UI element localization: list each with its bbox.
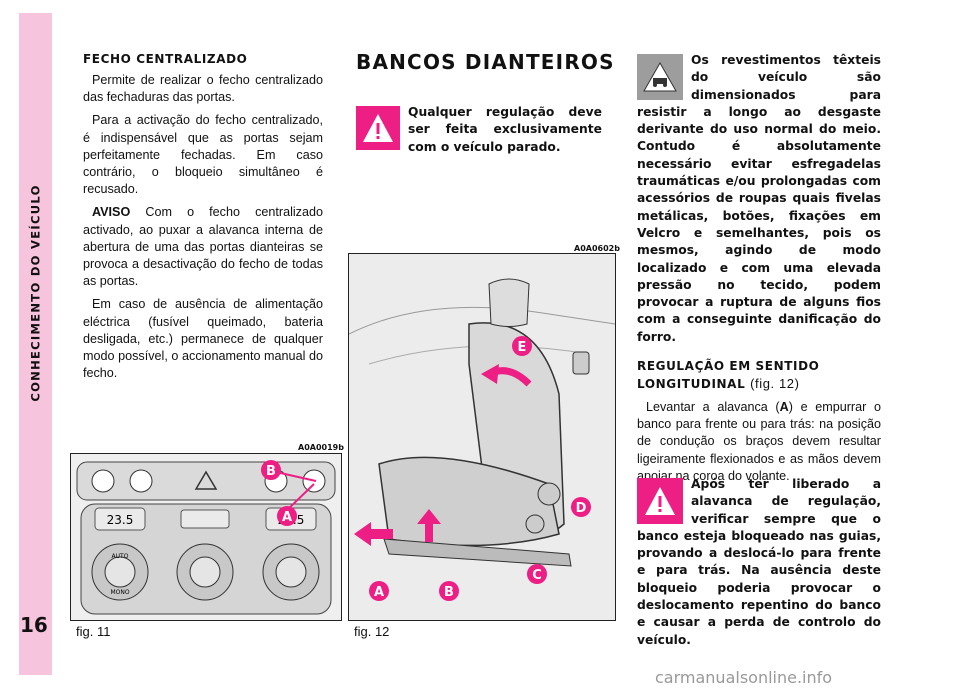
paragraph-warning: AVISO Com o fecho centralizado activado,… xyxy=(83,204,323,290)
label-a xyxy=(277,506,297,526)
svg-text:MONO: MONO xyxy=(110,589,129,596)
fig-ref: (fig. 12) xyxy=(750,376,800,392)
climate-panel-illustration: 23.5 23.5 AUTO MONO B A xyxy=(71,454,341,620)
warning2-text: Os revestimentos têxteis do veículo são … xyxy=(637,53,881,344)
warning-vehicle-stopped: Qualquer regulação deve ser feita exclus… xyxy=(356,104,602,156)
fig11-code: A0A0019b xyxy=(298,443,344,452)
fig12-code: A0A0602b xyxy=(574,244,620,253)
svg-text:A: A xyxy=(374,585,384,600)
warning-triangle-icon xyxy=(637,478,683,524)
warning1-text: Qualquer regulação deve ser feita exclus… xyxy=(408,105,602,154)
chapter-title: CONHECIMENTO DO VEÍCULO xyxy=(28,184,43,402)
seats-text-column: Os revestimentos têxteis do veículo são … xyxy=(637,52,881,485)
longitudinal-heading-text: REGULAÇÃO EM SENTIDO LONGITUDINAL xyxy=(637,359,820,392)
paragraph: Para a activação do fecho centralizado, … xyxy=(83,113,323,197)
fig11-caption: fig. 11 xyxy=(76,624,111,639)
aviso-label: AVISO xyxy=(92,205,131,220)
warning-textile: Os revestimentos têxteis do veículo são … xyxy=(637,52,881,346)
warning3-text: Após ter liberado a alavanca de regulaçã… xyxy=(637,477,881,647)
lever-label: A xyxy=(779,400,789,415)
longitudinal-paragraph: Levantar a alavanca (A) e empurrar o ban… xyxy=(637,400,881,483)
svg-text:B: B xyxy=(266,464,276,479)
svg-text:23.5: 23.5 xyxy=(107,513,134,527)
svg-text:E: E xyxy=(518,340,527,355)
central-locking-section: FECHO CENTRALIZADO Permite de realizar o… xyxy=(83,52,323,388)
fig11-climate-panel: 23.5 23.5 AUTO MONO B A xyxy=(70,453,342,621)
longitudinal-heading: REGULAÇÃO EM SENTIDO LONGITUDINAL (fig. … xyxy=(637,358,881,393)
svg-text:A: A xyxy=(282,510,292,525)
warning-seat-locked: Após ter liberado a alavanca de regulaçã… xyxy=(637,476,881,649)
page-number: 16 xyxy=(20,613,48,637)
warning-triangle-icon xyxy=(356,106,400,150)
svg-text:D: D xyxy=(576,501,587,516)
label-b xyxy=(261,460,281,480)
paragraph: Permite de realizar o fecho centralizado… xyxy=(83,73,323,105)
svg-text:AUTO: AUTO xyxy=(112,553,129,560)
central-locking-heading: FECHO CENTRALIZADO xyxy=(83,52,248,66)
fig12-caption: fig. 12 xyxy=(354,624,390,639)
chapter-sidebar: CONHECIMENTO DO VEÍCULO xyxy=(19,13,52,675)
watermark: carmanualsonline.info xyxy=(655,668,833,687)
svg-text:C: C xyxy=(532,568,542,583)
paragraph: Em caso de ausência de alimentação eléct… xyxy=(83,297,323,381)
front-seats-title: BANCOS DIANTEIROS xyxy=(356,50,615,74)
car-warning-icon xyxy=(637,54,683,100)
fig12-seat-illustration: E D C B A xyxy=(348,253,616,621)
aviso-text: Com o fecho centralizado activado, ao pu… xyxy=(83,205,323,289)
svg-text:B: B xyxy=(444,585,454,600)
